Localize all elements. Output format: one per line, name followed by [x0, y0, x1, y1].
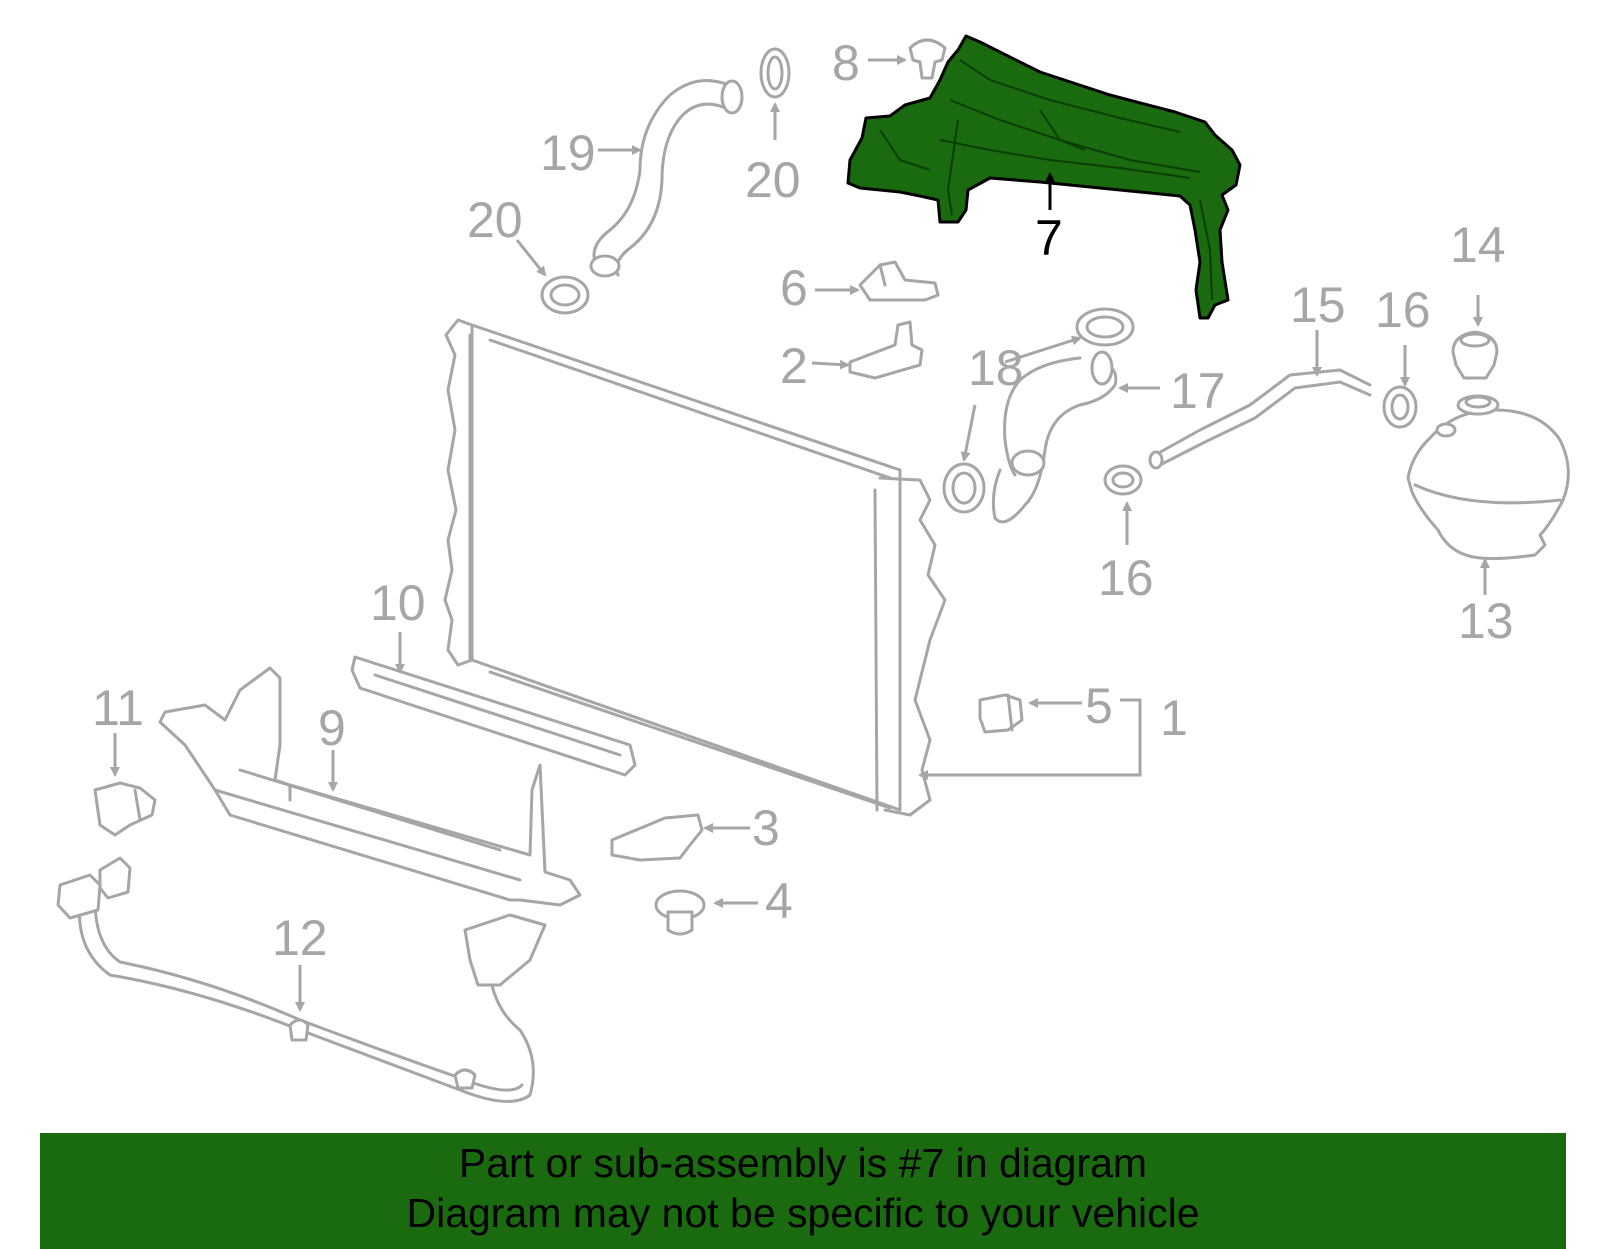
part-18-clamp-bottom[interactable] [942, 462, 986, 514]
caption-line-1: Part or sub-assembly is #7 in diagram [458, 1140, 1148, 1186]
callout-19[interactable]: 19 [540, 125, 596, 181]
part-1-radiator[interactable] [443, 318, 947, 817]
part-8-push-pin[interactable] [908, 38, 947, 80]
callout-2[interactable]: 2 [780, 338, 808, 394]
part-14-reservoir-cap[interactable] [1451, 330, 1499, 380]
callout-3[interactable]: 3 [752, 800, 780, 856]
callout-6[interactable]: 6 [780, 260, 808, 316]
part-19-upper-radiator-hose[interactable] [589, 78, 744, 278]
part-10-seal-strip[interactable] [350, 655, 637, 777]
part-17-lower-hose[interactable] [991, 350, 1118, 524]
callout-17[interactable]: 17 [1170, 363, 1226, 419]
part-3-bracket[interactable] [610, 813, 704, 862]
part-16-clamp-right[interactable] [1382, 385, 1418, 429]
callout-1[interactable]: 1 [1160, 690, 1188, 746]
part-20-hose-clamp-upper[interactable] [759, 47, 791, 99]
part-5-sensor[interactable] [978, 693, 1024, 734]
callout-11[interactable]: 11 [92, 680, 144, 736]
callout-10[interactable]: 10 [370, 575, 426, 631]
part-13-coolant-reservoir[interactable] [1406, 394, 1570, 561]
part-16-clamp-left[interactable] [1103, 464, 1143, 496]
part-18-clamp-top[interactable] [1075, 307, 1135, 347]
callout-20-upper[interactable]: 20 [745, 152, 801, 208]
part-12-wiring-harness[interactable] [56, 856, 547, 1103]
callout-5[interactable]: 5 [1085, 678, 1113, 734]
part-9-lower-air-deflector[interactable] [158, 666, 582, 907]
callout-15[interactable]: 15 [1290, 277, 1346, 333]
callout-12[interactable]: 12 [272, 910, 328, 966]
part-20-hose-clamp-lower[interactable] [540, 275, 590, 315]
part-2-bracket[interactable] [848, 320, 924, 380]
part-11-sensor[interactable] [93, 781, 157, 837]
part-4-grommet[interactable] [654, 889, 706, 936]
part-6-bracket[interactable] [858, 260, 940, 302]
callout-7[interactable]: 7 [1035, 210, 1063, 266]
callout-8[interactable]: 8 [832, 35, 860, 91]
callout-16-lower[interactable]: 16 [1098, 550, 1154, 606]
callout-9[interactable]: 9 [318, 700, 346, 756]
callout-16-upper[interactable]: 16 [1375, 282, 1431, 338]
callout-14[interactable]: 14 [1450, 217, 1506, 273]
callout-13[interactable]: 13 [1458, 593, 1514, 649]
part-7-radiator-support[interactable] [846, 34, 1242, 320]
caption-banner: Part or sub-assembly is #7 in diagram Di… [40, 1133, 1566, 1249]
callout-20-lower[interactable]: 20 [467, 192, 523, 248]
caption-line-2: Diagram may not be specific to your vehi… [406, 1190, 1200, 1236]
part-15-overflow-hose[interactable] [1148, 368, 1372, 470]
callout-4[interactable]: 4 [765, 873, 793, 929]
